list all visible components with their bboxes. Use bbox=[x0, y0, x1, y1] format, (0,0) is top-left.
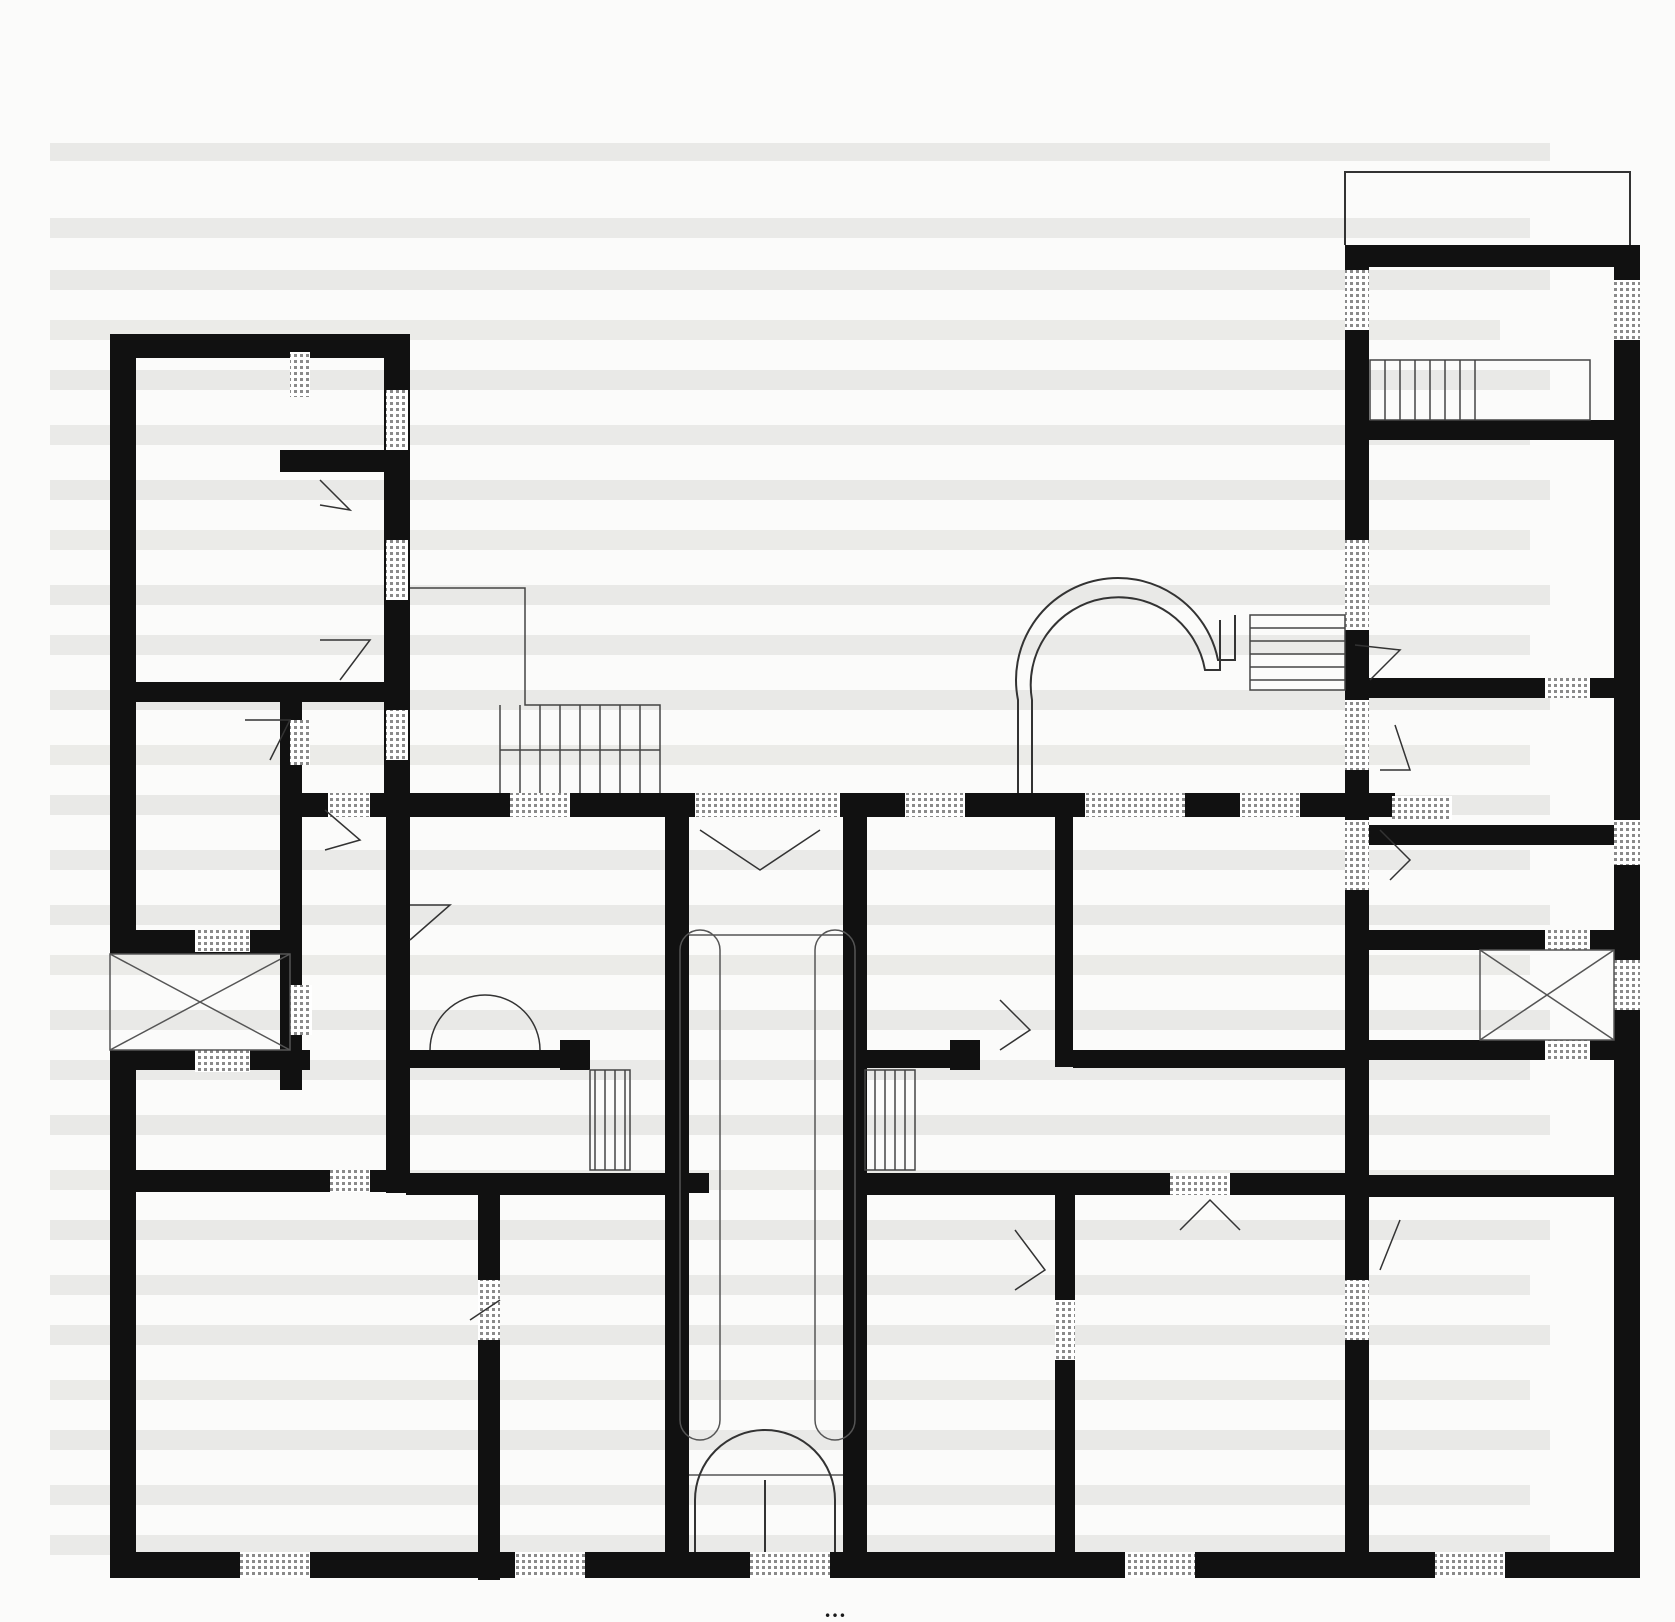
entrance-gate bbox=[694, 1429, 836, 1552]
door-swings bbox=[245, 479, 1412, 1321]
arcade-passage bbox=[679, 929, 856, 1476]
stair-right bbox=[864, 359, 1591, 1171]
balcony-outline bbox=[1344, 171, 1631, 245]
curved-vestibule bbox=[1015, 577, 1236, 793]
walls bbox=[110, 245, 1640, 1580]
figure-caption: … bbox=[824, 1597, 851, 1622]
bleed-through-text bbox=[50, 143, 1550, 1555]
service-boxes bbox=[109, 949, 1615, 1051]
stair-left bbox=[410, 587, 661, 1171]
window-openings bbox=[195, 270, 1640, 1578]
